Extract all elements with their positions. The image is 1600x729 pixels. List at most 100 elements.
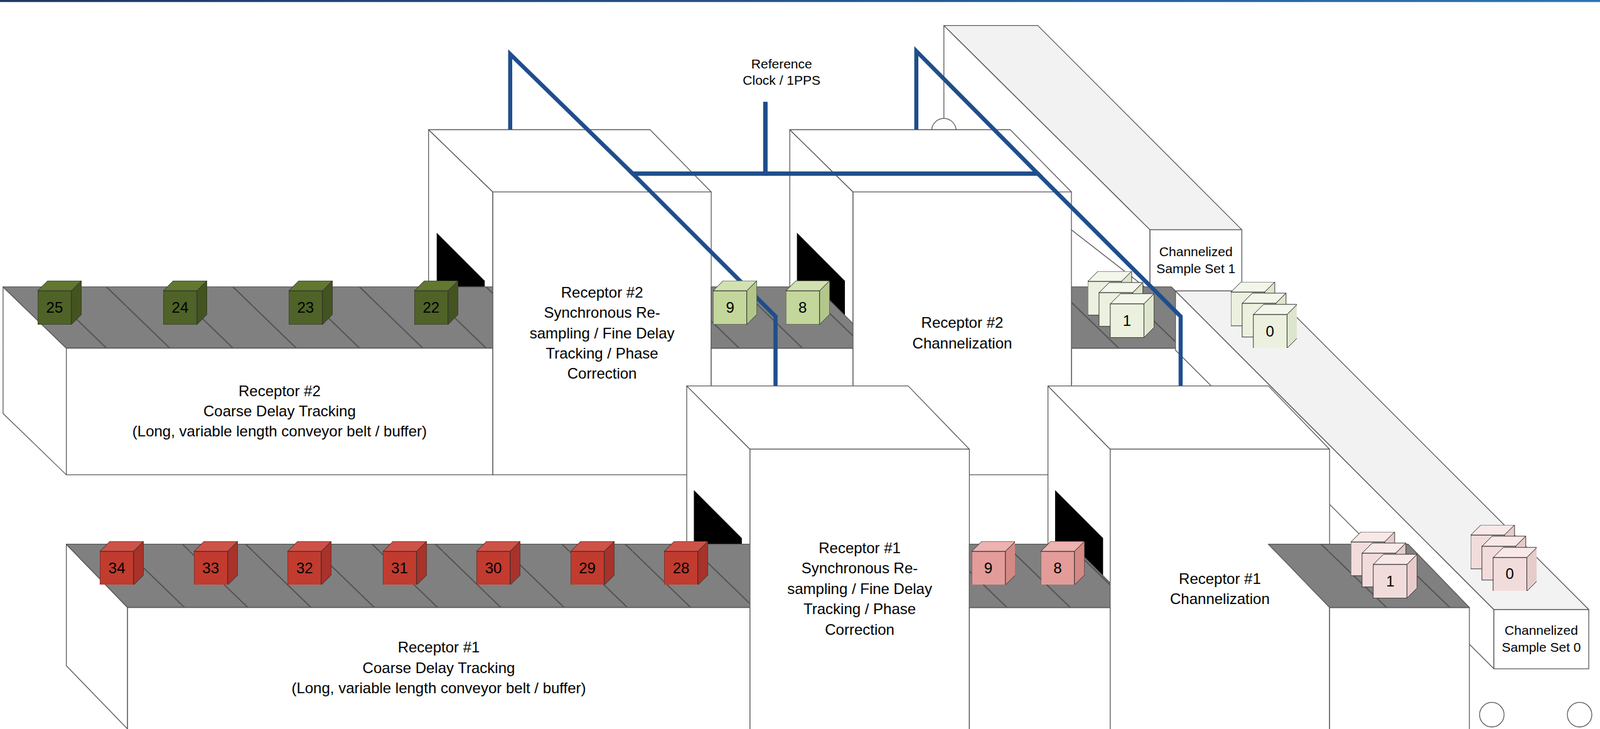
text-area: Receptor #1 Synchronous Re-sampling / Fi… [750, 448, 970, 729]
text-area: 1 [1373, 564, 1408, 599]
sample-stack: 1 [1350, 531, 1418, 599]
clock-distribution-line [510, 53, 766, 174]
cube-front [664, 551, 698, 586]
cube-front [713, 290, 747, 325]
cube-number: 30 [485, 560, 503, 576]
text-area: Channelized Sample Set 0 [1493, 609, 1589, 669]
cube-front [1040, 551, 1075, 586]
cube-front [37, 290, 72, 325]
cube-drawing [1470, 524, 1538, 592]
cube-drawing [1040, 541, 1085, 586]
cube-number: 8 [1053, 560, 1062, 576]
cube-side [603, 541, 614, 586]
belt-front [969, 607, 1110, 729]
cube-side [1407, 554, 1418, 599]
cube-front [971, 551, 1006, 586]
sample-stack: 0 [1230, 281, 1298, 349]
sample-cube: 8 [1040, 541, 1085, 586]
box-label: Receptor #2 Synchronous Re-sampling / Fi… [526, 282, 678, 385]
cube-side [1286, 303, 1297, 348]
cube-front [570, 551, 605, 586]
sample-cube: 31 [382, 541, 427, 586]
conveyor-end-label: Channelized Sample Set 1 [1149, 229, 1242, 292]
text-area: 0 [1252, 314, 1287, 349]
sample-cube: 29 [570, 541, 615, 586]
cube-drawing [1087, 271, 1155, 338]
belt-front [66, 347, 494, 475]
text-area: 8 [785, 290, 820, 325]
cube-front [99, 551, 134, 586]
sample-cube: 34 [99, 541, 144, 586]
sample-cube: 28 [664, 541, 709, 586]
box-front [750, 448, 970, 729]
conveyor-wheel [1479, 702, 1504, 727]
sample-cube: 8 [785, 280, 830, 325]
cube-front [785, 290, 820, 325]
sample-cube: 23 [288, 280, 333, 325]
cube-number: 25 [46, 300, 64, 316]
sample-cube: 9 [971, 541, 1016, 586]
box-label: Coarse Delay Tracking [203, 401, 356, 422]
text-area: Receptor #1 Channelization [1110, 448, 1331, 729]
cube-side [697, 541, 709, 586]
cube-number: 9 [725, 300, 734, 316]
text-area: 34 [99, 551, 134, 586]
text-area: 29 [570, 551, 605, 586]
cube-front [288, 290, 323, 325]
cube-number: 24 [171, 300, 189, 316]
text-area: Receptor #2 Channelization [853, 192, 1072, 475]
box-label: Receptor #2 [238, 381, 321, 402]
cube-side [416, 541, 427, 586]
cube-number: 9 [984, 560, 993, 576]
clock-distribution-line [765, 102, 1181, 387]
cube-side [133, 541, 144, 586]
cube-front [382, 551, 417, 586]
box-top [1048, 386, 1331, 450]
cube-number: 23 [297, 300, 315, 316]
cube-side [1526, 546, 1537, 591]
conveyor-end-label: Channelized Sample Set 0 [1493, 609, 1589, 669]
cube-side [227, 541, 238, 586]
cube-number: 8 [798, 300, 807, 316]
cube-drawing [971, 541, 1016, 586]
cube-side [322, 280, 333, 325]
text-area: 23 [288, 290, 323, 325]
cube-number: 0 [1265, 323, 1274, 339]
cube-side [1004, 541, 1015, 586]
text-area: 9 [713, 290, 747, 325]
box-label: Channelized Sample Set 0 [1497, 622, 1586, 656]
clock-box: Reference Clock / 1PPS [701, 5, 829, 102]
box-label: Reference Clock / 1PPS [736, 55, 827, 90]
text-area: Receptor #1Coarse Delay Tracking(Long, v… [127, 606, 751, 729]
cube-number: 22 [422, 300, 440, 316]
sample-cube: 9 [713, 280, 758, 325]
text-area: 8 [1040, 551, 1075, 586]
sample-cube: 22 [414, 280, 459, 325]
cube-front [476, 551, 511, 586]
box-label: Receptor #2 Channelization [886, 312, 1038, 354]
cube-drawing [1350, 531, 1418, 599]
cube-front [1373, 564, 1408, 599]
cube-side [819, 280, 830, 325]
sample-cube: 33 [193, 541, 238, 586]
sample-cube: 25 [37, 280, 82, 325]
cube-number: 29 [578, 560, 596, 576]
cube-side [1074, 541, 1085, 586]
cube-side [321, 541, 332, 586]
cube-drawing [1230, 281, 1298, 349]
cube-number: 0 [1505, 566, 1514, 582]
text-area: Channelized Sample Set 1 [1149, 229, 1242, 292]
clock-distribution-line [632, 102, 776, 387]
text-area: 22 [414, 290, 449, 325]
conveyor-wheel [1567, 702, 1592, 727]
cube-front [1492, 557, 1527, 592]
text-area: Receptor #2 Synchronous Re-sampling / Fi… [492, 192, 712, 475]
resampling-box: Receptor #2 Synchronous Re-sampling / Fi… [428, 129, 712, 474]
channelization-box: Receptor #2 Channelization [789, 129, 1072, 474]
cube-number: 1 [1122, 313, 1132, 329]
sample-stack: 0 [1470, 524, 1538, 592]
sample-cube: 32 [287, 541, 332, 586]
